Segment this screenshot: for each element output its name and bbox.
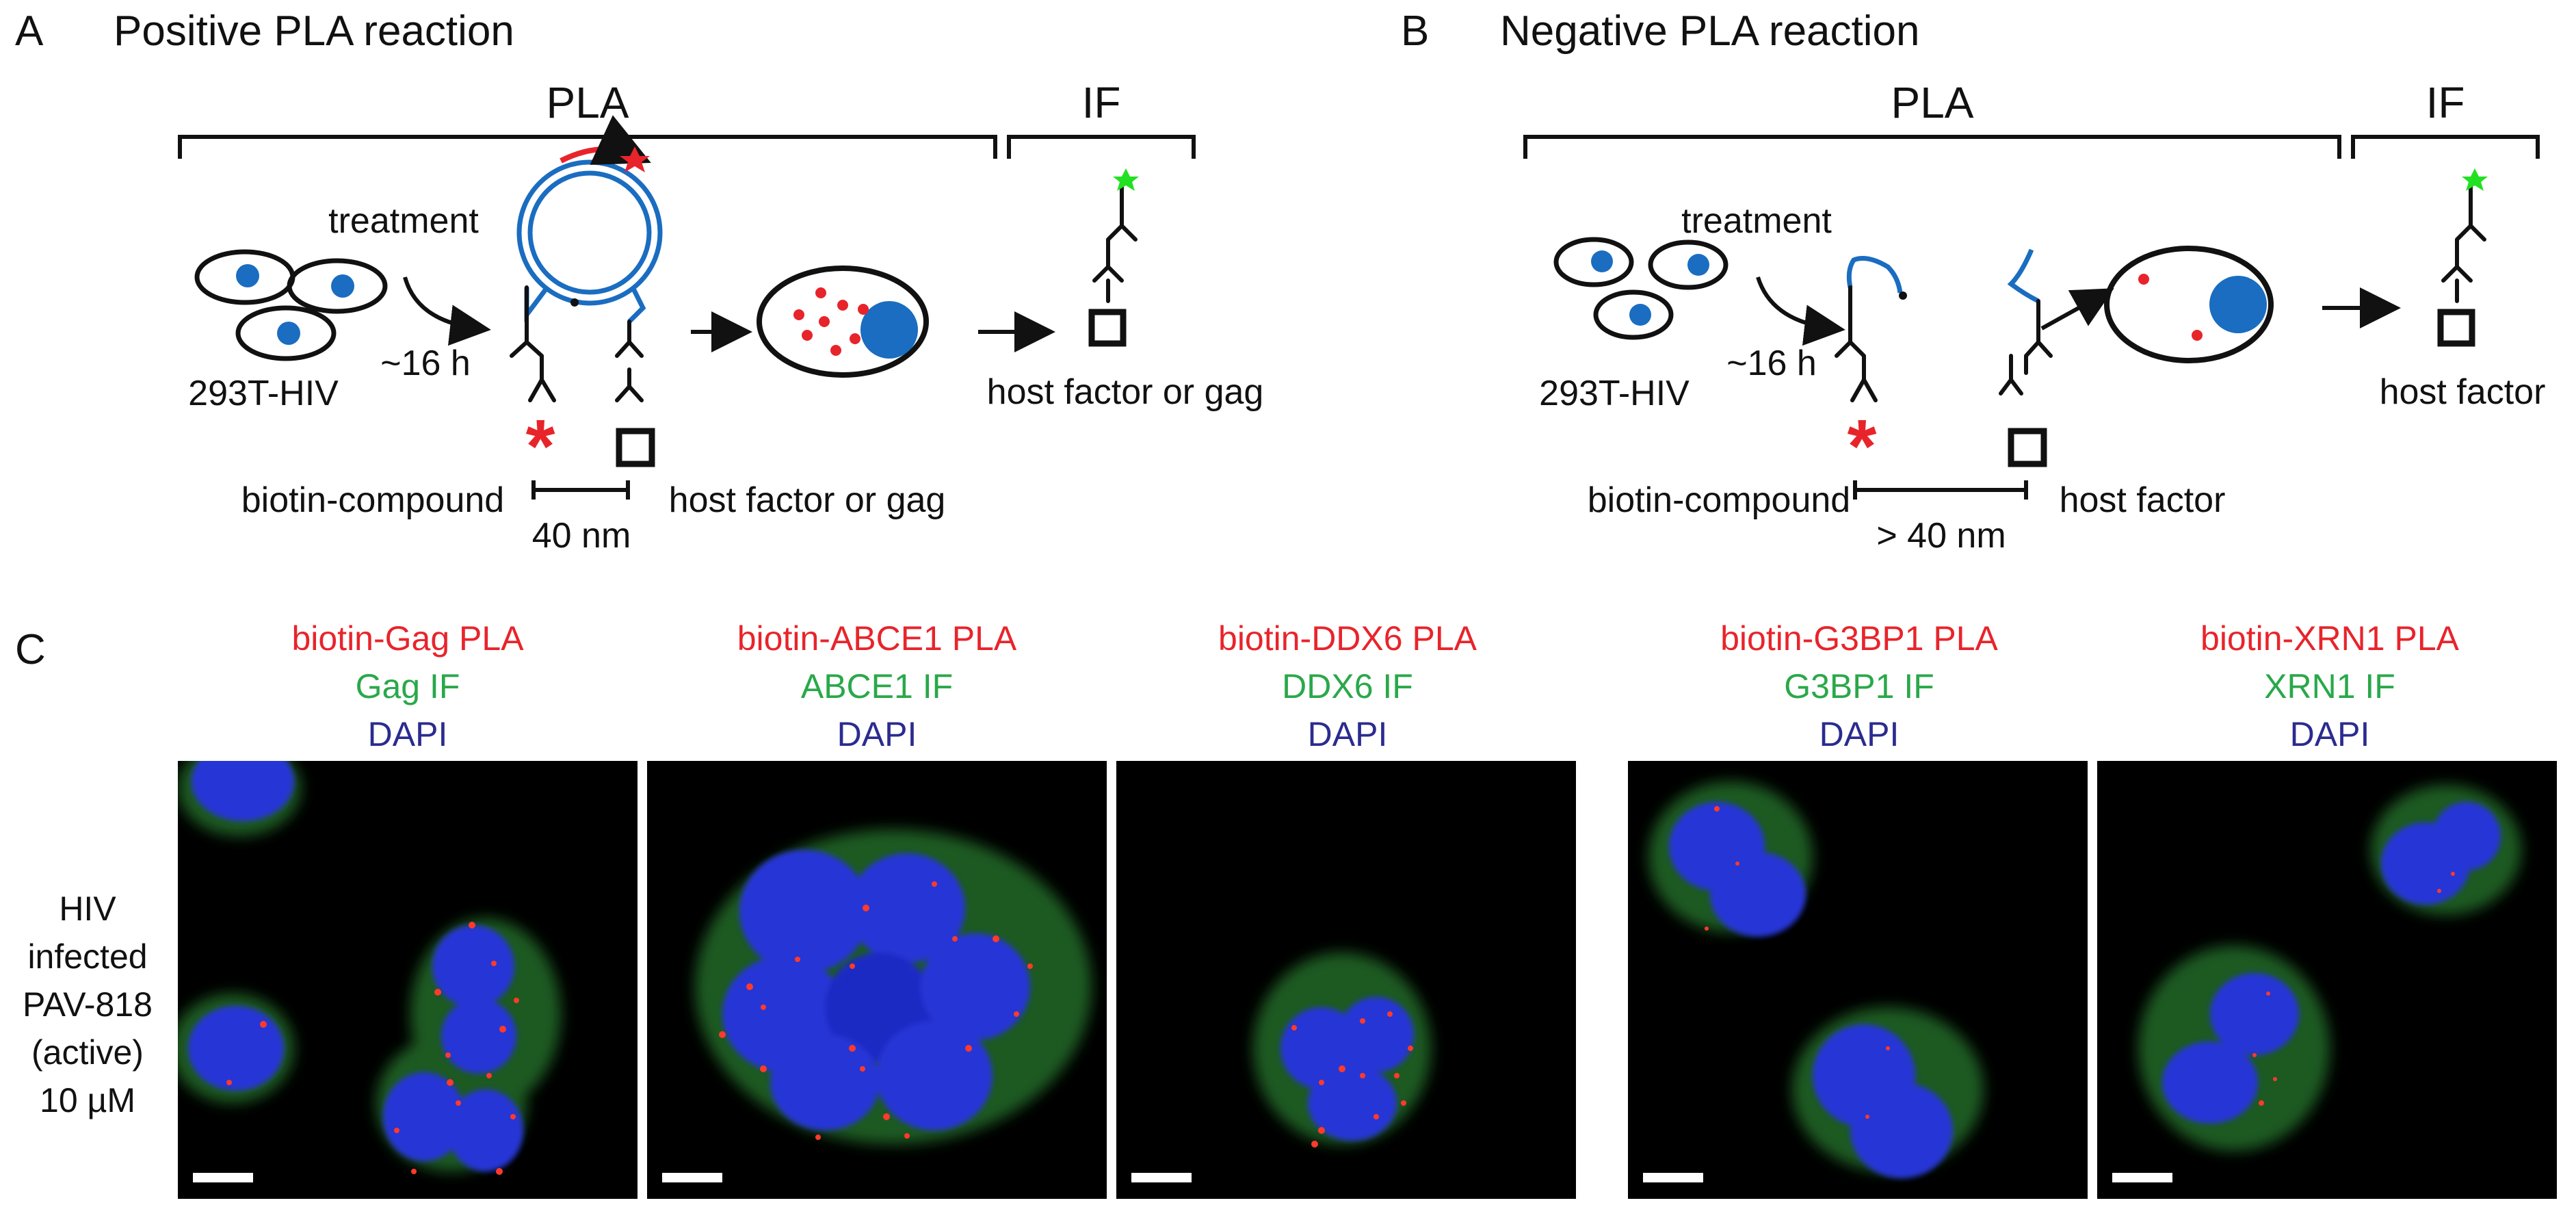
panel-c: C biotin-Gag PLA Gag IF DAPI biotin-ABCE… bbox=[15, 619, 2557, 1199]
pla-bracket-label-b: PLA bbox=[1891, 78, 1974, 127]
cells-label: 293T-HIV bbox=[188, 374, 339, 413]
cell-group-icon bbox=[194, 249, 388, 361]
if-bracket-b bbox=[2351, 135, 2540, 159]
host-factor-square-icon bbox=[616, 428, 655, 467]
if-antibody-icon bbox=[1088, 168, 1139, 347]
scale-bar bbox=[1643, 1173, 1703, 1182]
pla-bracket bbox=[178, 135, 997, 159]
micrograph-gag bbox=[178, 761, 638, 1199]
treatment-label-b: treatment bbox=[1681, 201, 1832, 241]
panel-a-letter: A bbox=[15, 8, 44, 55]
col-header-4: biotin-G3BP1 PLA G3BP1 IF DAPI bbox=[1720, 619, 1998, 753]
distance-label: 40 nm bbox=[532, 516, 631, 556]
scale-bar bbox=[2112, 1173, 2172, 1182]
pla-label: biotin-G3BP1 PLA bbox=[1720, 619, 1998, 658]
probe-label-b: biotin-compound bbox=[1588, 480, 1850, 520]
negative-cell-icon bbox=[2104, 246, 2274, 363]
if-bracket-label-b: IF bbox=[2426, 78, 2465, 127]
treatment-arrow bbox=[403, 276, 491, 346]
positive-cell-icon bbox=[757, 265, 929, 378]
dapi-label: DAPI bbox=[1308, 715, 1388, 753]
distance-label-b: > 40 nm bbox=[1876, 516, 2006, 556]
micrograph-xrn1 bbox=[2097, 761, 2557, 1199]
micrograph-abce1 bbox=[647, 761, 1107, 1199]
panel-a-title: Positive PLA reaction bbox=[114, 8, 514, 55]
scale-bar bbox=[193, 1173, 253, 1182]
treatment-label: treatment bbox=[328, 201, 479, 241]
row-label-line: 10 µM bbox=[40, 1081, 135, 1119]
if-antibody-icon-b bbox=[2437, 168, 2488, 347]
distance-bar-b bbox=[1853, 480, 2028, 500]
if-label: DDX6 IF bbox=[1282, 667, 1413, 705]
col-header-3: biotin-DDX6 PLA DDX6 IF DAPI bbox=[1218, 619, 1477, 753]
row-label-line: HIV bbox=[59, 890, 116, 928]
panel-b-title: Negative PLA reaction bbox=[1500, 8, 1920, 55]
col-header-5: biotin-XRN1 PLA XRN1 IF DAPI bbox=[2200, 619, 2460, 753]
separated-antibodies-icon bbox=[1835, 248, 2053, 402]
cells-label-b: 293T-HIV bbox=[1539, 374, 1690, 413]
pla-label: biotin-ABCE1 PLA bbox=[737, 619, 1017, 658]
host-factor-square-icon-b bbox=[2008, 428, 2047, 467]
cell-group-icon-b bbox=[1553, 237, 1729, 340]
col-header-2: biotin-ABCE1 PLA ABCE1 IF DAPI bbox=[737, 619, 1017, 753]
micrograph-ddx6 bbox=[1116, 761, 1576, 1199]
scale-bar bbox=[662, 1173, 722, 1182]
row-label-line: PAV-818 bbox=[23, 985, 153, 1024]
micrograph-g3bp1 bbox=[1628, 761, 2088, 1199]
dapi-label: DAPI bbox=[368, 715, 448, 753]
pla-label: biotin-XRN1 PLA bbox=[2200, 619, 2460, 658]
pla-label: biotin-DDX6 PLA bbox=[1218, 619, 1477, 658]
treatment-arrow-b bbox=[1756, 276, 1845, 346]
pla-label: biotin-Gag PLA bbox=[291, 619, 524, 658]
biotin-compound-icon-b: * bbox=[1848, 404, 1877, 489]
col-header-1: biotin-Gag PLA Gag IF DAPI bbox=[291, 619, 524, 753]
if-label: Gag IF bbox=[356, 667, 460, 705]
time-label: ~16 h bbox=[380, 344, 471, 383]
dapi-label: DAPI bbox=[2290, 715, 2370, 753]
dapi-label: DAPI bbox=[1819, 715, 1900, 753]
target-label: host factor or gag bbox=[669, 480, 946, 520]
if-label: ABCE1 IF bbox=[801, 667, 953, 705]
time-label-b: ~16 h bbox=[1726, 344, 1817, 383]
panel-b-letter: B bbox=[1401, 8, 1429, 55]
antibody-pair-icon bbox=[510, 285, 644, 402]
arrow-to-negative-cell bbox=[2040, 288, 2114, 331]
rolling-circle-icon bbox=[516, 115, 663, 324]
panel-c-letter: C bbox=[15, 626, 46, 673]
distance-bar bbox=[531, 480, 630, 500]
target-label-b: host factor bbox=[2060, 480, 2226, 520]
probe-label: biotin-compound bbox=[241, 480, 504, 520]
if-bracket bbox=[1007, 135, 1196, 159]
panel-a: A Positive PLA reaction PLA IF treatment… bbox=[15, 8, 1263, 556]
row-label-line: infected bbox=[27, 937, 147, 976]
if-bracket-label: IF bbox=[1082, 78, 1121, 127]
dapi-label: DAPI bbox=[837, 715, 917, 753]
row-label-line: (active) bbox=[31, 1033, 144, 1072]
if-target-label-b: host factor bbox=[2380, 372, 2546, 412]
row-label: HIV infected PAV-818 (active) 10 µM bbox=[23, 890, 153, 1119]
pla-bracket-label: PLA bbox=[547, 78, 629, 127]
pla-bracket-b bbox=[1523, 135, 2341, 159]
scale-bar bbox=[1131, 1173, 1192, 1182]
biotin-compound-icon: * bbox=[526, 404, 555, 489]
if-target-label: host factor or gag bbox=[987, 372, 1264, 412]
panel-b: B Negative PLA reaction PLA IF treatment… bbox=[1401, 8, 2545, 556]
if-label: XRN1 IF bbox=[2264, 667, 2395, 705]
if-label: G3BP1 IF bbox=[1784, 667, 1934, 705]
